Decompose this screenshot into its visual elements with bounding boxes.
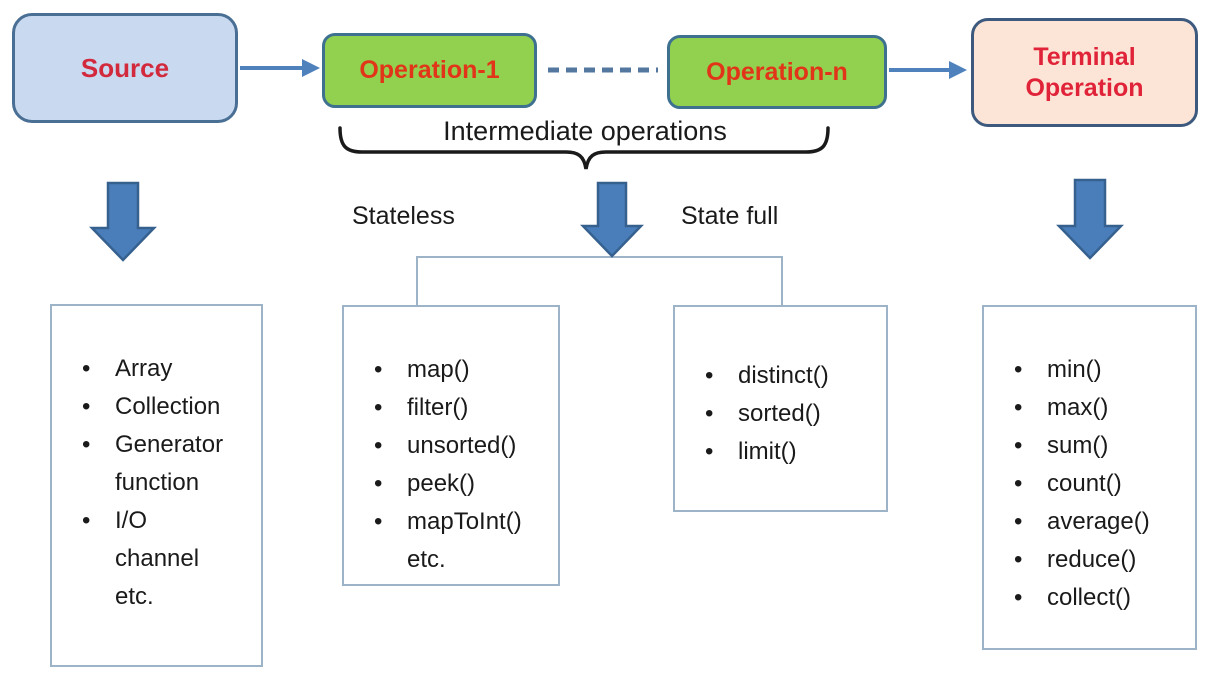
list-item: • peek()	[374, 465, 552, 503]
bullet-icon: •	[1014, 584, 1023, 611]
list-item: • count()	[1014, 465, 1189, 503]
list-item-text: Generator function	[115, 431, 224, 496]
list-item-text: limit()	[738, 438, 797, 465]
list-item: • distinct()	[705, 357, 880, 395]
list-item: • reduce()	[1014, 541, 1189, 579]
list-item-text: Array	[115, 355, 173, 382]
list-item: • map()	[374, 351, 552, 389]
bullet-icon: •	[82, 355, 91, 382]
bullet-icon: •	[82, 507, 91, 534]
operation-n-node: Operation-n	[667, 35, 887, 109]
list-item-text: average()	[1047, 508, 1150, 535]
bullet-icon: •	[82, 431, 91, 458]
bullet-icon: •	[1014, 394, 1023, 421]
stateful-label: State full	[681, 202, 779, 230]
source-examples-list: • Array • Collection • Generator function • I/O…	[82, 350, 255, 616]
list-item: • min()	[1014, 351, 1189, 389]
source-down-arrow-icon	[89, 181, 157, 262]
bullet-icon: •	[705, 438, 714, 465]
bullet-icon: •	[1014, 432, 1023, 459]
terminal-operation-node: Terminal Operation	[971, 18, 1198, 127]
bullet-icon: •	[374, 394, 383, 421]
list-item-text: map()	[407, 356, 470, 383]
bullet-icon: •	[374, 356, 383, 383]
list-item-text: collect()	[1047, 584, 1132, 611]
operation-1-node: Operation-1	[322, 33, 537, 108]
list-item-text: Collection	[115, 393, 221, 420]
list-item-text: distinct()	[738, 362, 829, 389]
intermediate-split-connector-line	[416, 256, 783, 305]
source-examples-box: • Array • Collection • Generator function • I/O…	[50, 304, 263, 667]
stateful-operations-list: • distinct() • sorted() • limit()	[705, 357, 880, 471]
bullet-icon: •	[82, 393, 91, 420]
intermediate-operations-label: Intermediate operations	[443, 116, 727, 146]
list-item-text: unsorted()	[407, 432, 517, 459]
bullet-icon: •	[705, 400, 714, 427]
list-item: • Generator function	[82, 426, 255, 502]
list-item: • average()	[1014, 503, 1189, 541]
list-item: • sum()	[1014, 427, 1189, 465]
list-item: • Array	[82, 350, 255, 388]
bullet-icon: •	[1014, 508, 1023, 535]
terminal-down-arrow-icon	[1056, 178, 1124, 260]
stateless-operations-list: • map() • filter() • unsorted() • peek() • mapToI…	[374, 351, 552, 579]
list-item-text: count()	[1047, 470, 1122, 497]
stateful-operations-box: • distinct() • sorted() • limit()	[673, 305, 888, 512]
list-item-text: sorted()	[738, 400, 821, 427]
bullet-icon: •	[374, 508, 383, 535]
stateless-label: Stateless	[352, 202, 455, 230]
list-item: • limit()	[705, 433, 880, 471]
terminal-operations-box: • min() • max() • sum() • count() • average() • red…	[982, 305, 1197, 650]
list-item-text: mapToInt() etc.	[407, 508, 522, 573]
intermediate-down-arrow-icon	[580, 181, 644, 258]
list-item-text: I/O channel etc.	[115, 507, 200, 610]
list-item-text: reduce()	[1047, 546, 1137, 573]
source-to-operation1-arrowhead-icon	[302, 59, 320, 77]
list-item: • I/O channel etc.	[82, 502, 255, 616]
source-node: Source	[12, 13, 238, 123]
list-item: • unsorted()	[374, 427, 552, 465]
list-item: • max()	[1014, 389, 1189, 427]
list-item: • mapToInt() etc.	[374, 503, 552, 579]
bullet-icon: •	[1014, 546, 1023, 573]
list-item: • collect()	[1014, 579, 1189, 617]
list-item: • filter()	[374, 389, 552, 427]
list-item-text: filter()	[407, 394, 469, 421]
list-item-text: sum()	[1047, 432, 1109, 459]
list-item-text: peek()	[407, 470, 476, 497]
list-item-text: max()	[1047, 394, 1109, 421]
bullet-icon: •	[1014, 470, 1023, 497]
list-item: • Collection	[82, 388, 255, 426]
bullet-icon: •	[1014, 356, 1023, 383]
terminal-operations-list: • min() • max() • sum() • count() • average() • red…	[1014, 351, 1189, 617]
bullet-icon: •	[374, 432, 383, 459]
list-item: • sorted()	[705, 395, 880, 433]
stateless-operations-box: • map() • filter() • unsorted() • peek() • mapToI…	[342, 305, 560, 586]
bullet-icon: •	[374, 470, 383, 497]
list-item-text: min()	[1047, 356, 1102, 383]
bullet-icon: •	[705, 362, 714, 389]
operationn-to-terminal-arrowhead-icon	[949, 61, 967, 79]
